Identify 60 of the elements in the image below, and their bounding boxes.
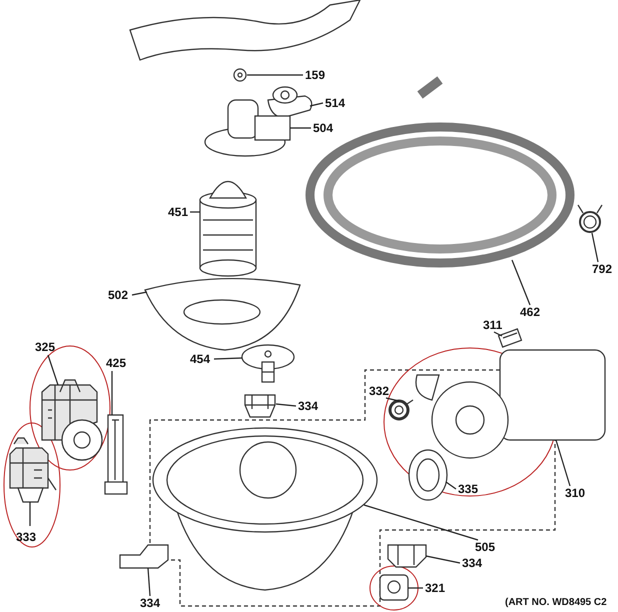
callout-number: 334 [298, 399, 318, 413]
clip-drawing [387, 544, 427, 568]
leader-line [426, 555, 460, 564]
callout-number: 792 [592, 262, 612, 276]
leader-line [555, 440, 571, 486]
filter-drawing [199, 180, 257, 277]
callout-number: 335 [458, 482, 478, 496]
leader-line [276, 403, 296, 407]
callout-number: 310 [565, 486, 586, 500]
leader-line [247, 74, 303, 76]
leader-line [591, 232, 599, 262]
leader-line [47, 354, 59, 386]
leader-line [132, 291, 148, 296]
clamp-drawing [577, 204, 603, 233]
callout-number: 325 [35, 340, 56, 354]
callout-number: 454 [190, 352, 210, 366]
callout-number: 514 [325, 96, 346, 110]
callout-number: 505 [475, 540, 496, 554]
seal-drawing [408, 449, 448, 501]
callout-number: 502 [108, 288, 128, 302]
leader-line [511, 260, 531, 306]
leader-line [494, 331, 502, 337]
pump-drawing [41, 379, 103, 461]
callout-number: 462 [520, 305, 540, 319]
leader-line [364, 504, 478, 541]
leader-line [29, 502, 31, 526]
shield-drawing [144, 278, 301, 351]
leader-line [147, 568, 151, 596]
leader-line [111, 371, 113, 415]
leader-line [190, 211, 200, 213]
gasket-drawing [498, 328, 522, 348]
callout-number: 334 [462, 556, 482, 570]
callout-number: 425 [106, 356, 126, 370]
leader-line [214, 357, 242, 360]
callout-number: 451 [168, 205, 188, 219]
manifold-drawing [204, 99, 291, 157]
clip-drawing [119, 544, 169, 569]
leader-line [310, 102, 324, 107]
callout-number: 332 [369, 384, 390, 398]
pump-drawing [415, 349, 606, 459]
leader-line [290, 127, 311, 129]
leader-line [446, 482, 456, 490]
leader-line [408, 587, 423, 589]
leader-line [386, 397, 400, 402]
disc-drawing [241, 344, 295, 383]
callout-number: 504 [313, 121, 334, 135]
clamp-drawing [388, 400, 414, 420]
bracket-drawing [267, 86, 312, 119]
art-number-note: (ART NO. WD8495 C2 [505, 596, 607, 610]
clip-drawing [244, 394, 276, 418]
callout-number: 321 [425, 581, 446, 595]
washer-drawing [233, 68, 247, 82]
callout-number: 159 [305, 68, 326, 82]
callout-number: 334 [140, 596, 160, 610]
pump-drawing [9, 437, 56, 503]
bar-drawing [104, 414, 128, 495]
callout-number: 311 [483, 318, 502, 332]
callout-number: 333 [16, 530, 36, 544]
sensor-drawing [379, 574, 409, 601]
sump-drawing [152, 427, 378, 591]
